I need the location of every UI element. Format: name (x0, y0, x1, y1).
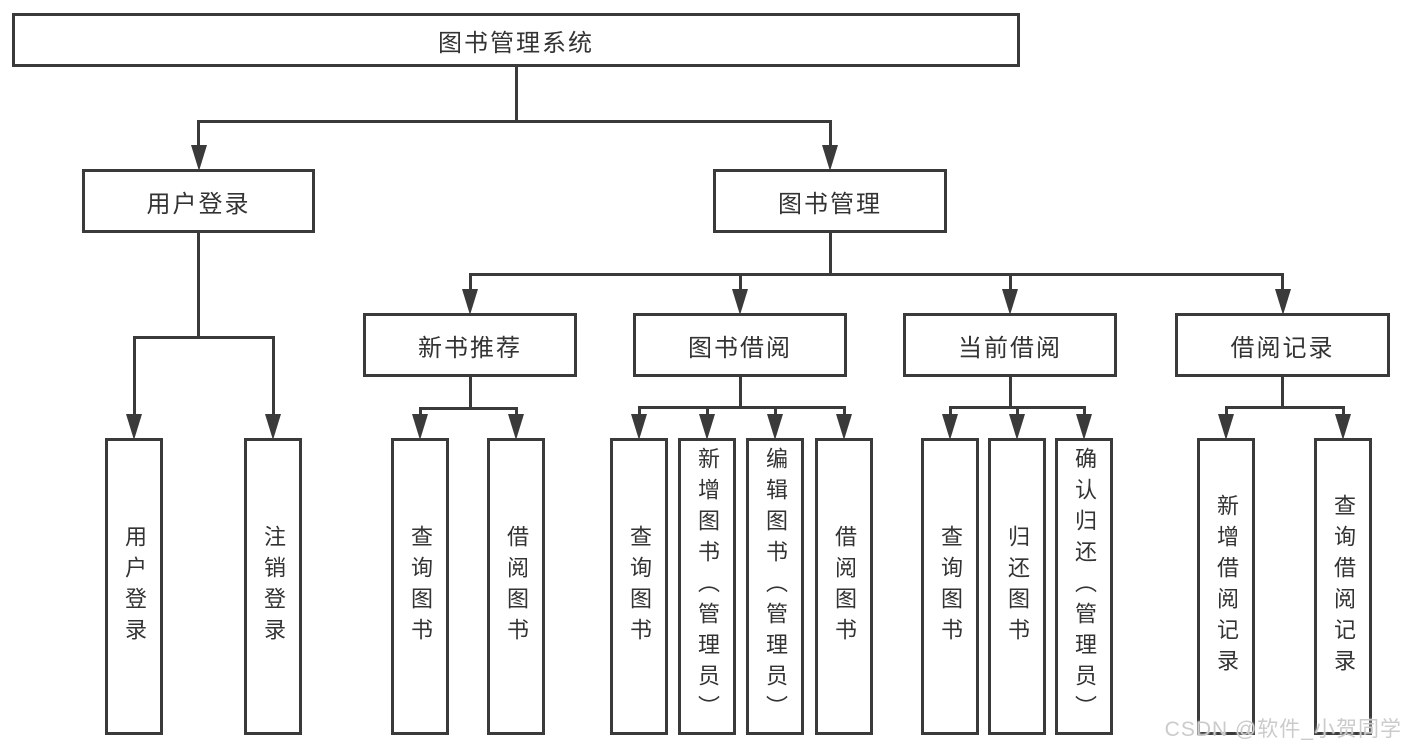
connector-line (828, 123, 832, 145)
node-label-user-login: 用户登录 (146, 190, 251, 218)
connector-line (705, 409, 709, 414)
arrow-down-icon (190, 145, 207, 171)
arrow-down-icon (631, 414, 647, 440)
arrow-down-icon (699, 414, 715, 440)
node-nb-borrow: 借阅图书 (487, 438, 545, 735)
node-logout: 注销登录 (244, 438, 302, 735)
node-cb-return: 归还图书 (988, 438, 1046, 735)
node-label-book-mgmt: 图书管理 (778, 190, 882, 218)
node-current-borrow: 当前借阅 (903, 313, 1117, 377)
node-root: 图书管理系统 (12, 13, 1020, 67)
node-label-cb-confirm: 确认归还（管理员） (1072, 447, 1097, 726)
connector-line (1281, 377, 1284, 409)
node-label-bb-query: 查询图书 (627, 524, 652, 649)
node-book-mgmt: 图书管理 (713, 169, 947, 233)
node-label-bb-borrow: 借阅图书 (832, 524, 857, 649)
node-bb-borrow: 借阅图书 (815, 438, 873, 735)
node-label-logout: 注销登录 (261, 524, 286, 649)
connector-line (468, 276, 472, 289)
node-cb-query: 查询图书 (921, 438, 979, 735)
watermark: CSDN @软件_小贺同学 (1164, 718, 1402, 741)
connector-line (418, 407, 518, 410)
arrow-down-icon (942, 414, 958, 440)
node-br-query: 查询借阅记录 (1314, 438, 1372, 735)
connector-line (828, 233, 832, 276)
arrow-down-icon (1002, 289, 1018, 315)
node-bb-add: 新增图书（管理员） (678, 438, 736, 735)
connector-line (637, 406, 846, 409)
node-borrow-records: 借阅记录 (1175, 313, 1390, 377)
connector-line (738, 276, 742, 289)
connector-line (197, 123, 200, 145)
connector-line (1015, 409, 1019, 414)
arrow-down-icon (1335, 414, 1351, 440)
connector-line (514, 67, 518, 123)
arrow-down-icon (462, 289, 478, 315)
connector-line (197, 120, 832, 123)
node-label-root: 图书管理系统 (438, 29, 594, 57)
node-label-current-borrow: 当前借阅 (958, 334, 1062, 362)
arrow-down-icon (508, 414, 524, 440)
connector-line (468, 377, 472, 410)
node-label-br-query: 查询借阅记录 (1331, 493, 1356, 680)
connector-line (514, 410, 518, 414)
connector-line (948, 409, 952, 414)
node-cb-confirm: 确认归还（管理员） (1055, 438, 1113, 735)
arrow-down-icon (836, 414, 852, 440)
arrow-down-icon (732, 289, 748, 315)
connector-line (1008, 276, 1012, 289)
node-login: 用户登录 (105, 438, 163, 735)
connector-line (1281, 276, 1284, 289)
connector-line (637, 409, 641, 414)
arrow-down-icon (126, 414, 142, 440)
arrow-down-icon (265, 414, 281, 440)
connector-line (132, 336, 275, 339)
node-br-add: 新增借阅记录 (1197, 438, 1255, 735)
arrow-down-icon (1009, 414, 1025, 440)
connector-line (132, 339, 136, 414)
connector-line (418, 410, 422, 414)
node-label-nb-query: 查询图书 (408, 524, 433, 649)
arrow-down-icon (1218, 414, 1234, 440)
node-label-cb-return: 归还图书 (1005, 524, 1030, 649)
node-label-bb-edit: 编辑图书（管理员） (763, 447, 788, 726)
connector-line (271, 339, 275, 414)
node-label-bb-add: 新增图书（管理员） (695, 447, 720, 726)
node-book-borrow: 图书借阅 (633, 313, 847, 377)
arrow-down-icon (1274, 289, 1291, 315)
arrow-down-icon (412, 414, 428, 440)
arrow-down-icon (767, 414, 783, 440)
node-label-book-borrow: 图书借阅 (688, 334, 792, 362)
arrow-down-icon (1076, 414, 1092, 440)
node-nb-query: 查询图书 (391, 438, 449, 735)
connector-line (1082, 409, 1086, 414)
connector-line (773, 409, 777, 414)
connector-line (197, 233, 200, 339)
node-label-br-add: 新增借阅记录 (1214, 493, 1239, 680)
node-label-new-books: 新书推荐 (418, 334, 522, 362)
connector-line (738, 377, 742, 409)
arrow-down-icon (822, 145, 838, 171)
connector-line (1008, 377, 1012, 409)
node-label-login: 用户登录 (122, 524, 147, 649)
node-bb-edit: 编辑图书（管理员） (746, 438, 804, 735)
node-user-login: 用户登录 (82, 169, 315, 233)
connector-line (842, 409, 846, 414)
node-new-books: 新书推荐 (363, 313, 577, 377)
node-label-cb-query: 查询图书 (938, 524, 963, 649)
node-label-borrow-records: 借阅记录 (1230, 334, 1335, 362)
connector-line (948, 406, 1086, 409)
connector-line (1224, 409, 1228, 414)
connector-line (1224, 406, 1345, 409)
connector-line (468, 273, 1284, 276)
node-label-nb-borrow: 借阅图书 (504, 524, 529, 649)
connector-line (1341, 409, 1345, 414)
node-bb-query: 查询图书 (610, 438, 668, 735)
